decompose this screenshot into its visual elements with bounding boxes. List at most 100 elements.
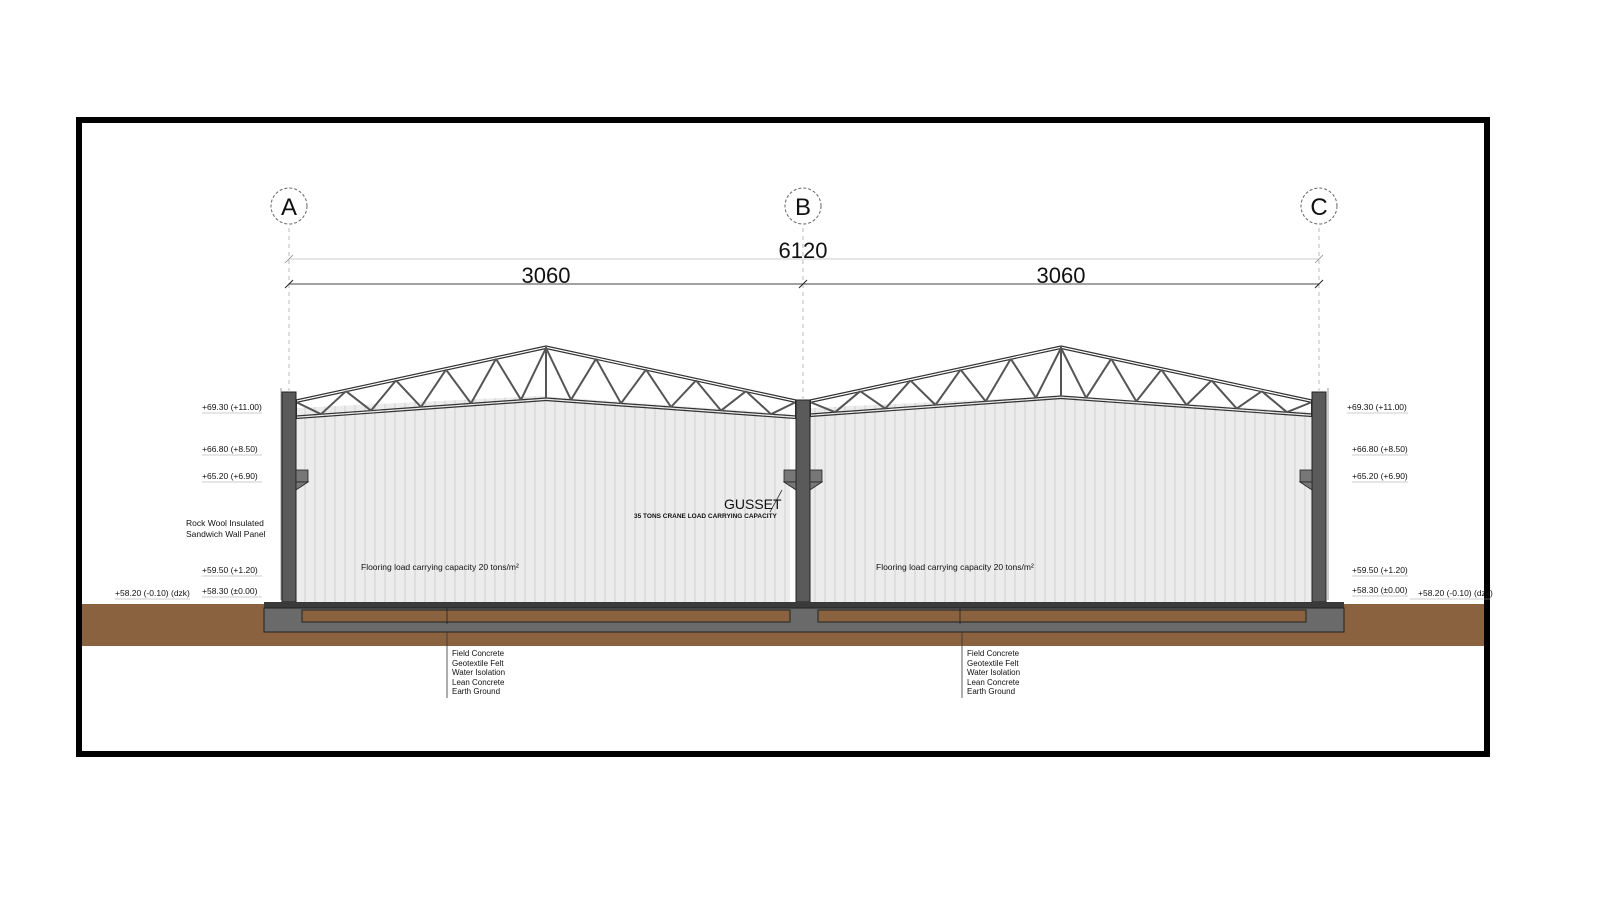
truss-member: [545, 347, 572, 401]
foundation-recess-left: [301, 609, 791, 623]
column-c: [1311, 391, 1327, 603]
floor-layer-left-1: Field Concrete: [452, 649, 505, 658]
floor-layers-right: Field Concrete Geotextile Felt Water Iso…: [961, 632, 1020, 698]
truss-member: [1060, 347, 1087, 399]
floor-layer-right-2: Geotextile Felt: [967, 659, 1019, 668]
truss-member: [445, 369, 472, 404]
truss-member: [909, 379, 937, 406]
levels-right: +69.30 (+11.00) +66.80 (+8.50) +65.20 (+…: [1347, 402, 1493, 600]
truss-member: [1009, 358, 1037, 399]
floor-layer-right-3: Water Isolation: [967, 668, 1020, 677]
floor-layer-right-5: Earth Ground: [967, 687, 1015, 696]
truss-member: [545, 345, 797, 401]
level-right-3: +65.20 (+6.90): [1352, 471, 1408, 481]
truss-member: [570, 358, 597, 401]
truss-member: [395, 379, 422, 408]
dimension-tick-a-top: [284, 254, 294, 264]
truss-member: [1060, 397, 1313, 418]
level-right-2: +66.80 (+8.50): [1352, 444, 1408, 454]
column-b: [795, 399, 811, 603]
truss-member: [695, 379, 722, 412]
truss-member: [545, 399, 797, 420]
gusset-subtitle: 35 TONS CRANE LOAD CARRYING CAPACITY: [634, 513, 778, 520]
truss-member: [320, 390, 347, 415]
truss-member: [1185, 379, 1213, 406]
truss-member: [745, 390, 772, 415]
wall-panel-left-lines: [296, 396, 790, 602]
dimension-bay-left: 3060: [522, 263, 571, 288]
floor-layers-left: Field Concrete Geotextile Felt Water Iso…: [446, 632, 505, 698]
column-a: [281, 391, 297, 603]
wall-panel-right-lines: [810, 396, 1312, 602]
level-right-6: +58.20 (-0.10) (dzk): [1418, 588, 1493, 598]
level-right-1: +69.30 (+11.00): [1347, 402, 1407, 412]
floor-layer-right-1: Field Concrete: [967, 649, 1020, 658]
truss-member: [1210, 379, 1238, 410]
truss-member: [295, 401, 322, 416]
grid-bubble-b: [784, 187, 822, 225]
gusset-title: GUSSET: [724, 496, 782, 512]
truss-member: [520, 347, 547, 401]
truss-member: [809, 345, 1062, 401]
truss-member: [1135, 368, 1163, 403]
truss-member: [1035, 347, 1062, 399]
level-left-3: +65.20 (+6.90): [202, 471, 258, 481]
level-left-1: +69.30 (+11.00): [202, 402, 262, 412]
truss-member: [1286, 401, 1313, 414]
level-left-4: +59.50 (+1.20): [202, 565, 258, 575]
dimension-tick-c: [1314, 279, 1324, 289]
truss-member: [370, 379, 397, 412]
crane-bracket-b-right: [809, 469, 824, 491]
grid-bubble-a: [270, 187, 308, 225]
floor-layer-right-4: Lean Concrete: [967, 678, 1020, 687]
dimension-tick-b: [798, 279, 808, 289]
grid-label-b: B: [795, 194, 811, 221]
truss-member: [495, 358, 522, 401]
dimension-tick-c-top: [1314, 254, 1324, 264]
crane-bracket-a: [295, 469, 310, 491]
truss-member: [934, 369, 962, 406]
floor-layer-left-5: Earth Ground: [452, 687, 500, 696]
truss-member: [295, 345, 547, 401]
crane-bracket-c: [1298, 469, 1313, 491]
wall-panel-label-line2: Sandwich Wall Panel: [186, 529, 266, 539]
floor-layer-left-4: Lean Concrete: [452, 678, 505, 687]
truss-member: [720, 390, 747, 412]
levels-left: +69.30 (+11.00) +66.80 (+8.50) +65.20 (+…: [115, 402, 262, 600]
floor-note-left: Flooring load carrying capacity 20 tons/…: [361, 562, 519, 572]
truss-member: [809, 347, 1062, 404]
truss-member: [420, 369, 447, 408]
truss-member: [959, 368, 987, 403]
dimension-bay-right: 3060: [1037, 263, 1086, 288]
grid-label-a: A: [281, 194, 297, 221]
floor-layer-left-3: Water Isolation: [452, 668, 505, 677]
foundation-recess-right: [817, 609, 1307, 623]
level-right-5: +58.30 (±0.00): [1352, 585, 1408, 595]
gusset-leader: [769, 489, 783, 513]
floor-layer-left-2: Geotextile Felt: [452, 659, 504, 668]
truss-member: [595, 358, 622, 404]
level-left-2: +66.80 (+8.50): [202, 444, 258, 454]
truss-member: [295, 347, 547, 404]
level-left-6: +58.20 (-0.10) (dzk): [115, 588, 190, 598]
truss-member: [620, 369, 647, 404]
truss-member: [670, 379, 697, 408]
truss-member: [1060, 345, 1313, 401]
grid-label-c: C: [1310, 194, 1327, 221]
truss-member: [1236, 390, 1263, 410]
truss-member: [1060, 347, 1313, 404]
truss-member: [984, 358, 1012, 402]
level-left-5: +58.30 (±0.00): [202, 586, 258, 596]
roof-truss-left: [295, 345, 797, 420]
grid-bubble-c: [1300, 187, 1338, 225]
floor-note-right: Flooring load carrying capacity 20 tons/…: [876, 562, 1034, 572]
truss-member: [1085, 358, 1113, 399]
truss-member: [809, 397, 1062, 418]
crane-bracket-b-left: [782, 469, 797, 491]
truss-member: [295, 399, 547, 420]
wall-panel-label-line1: Rock Wool Insulated: [186, 518, 264, 528]
truss-member: [645, 369, 672, 408]
truss-member: [1160, 369, 1188, 406]
truss-member: [470, 358, 497, 404]
